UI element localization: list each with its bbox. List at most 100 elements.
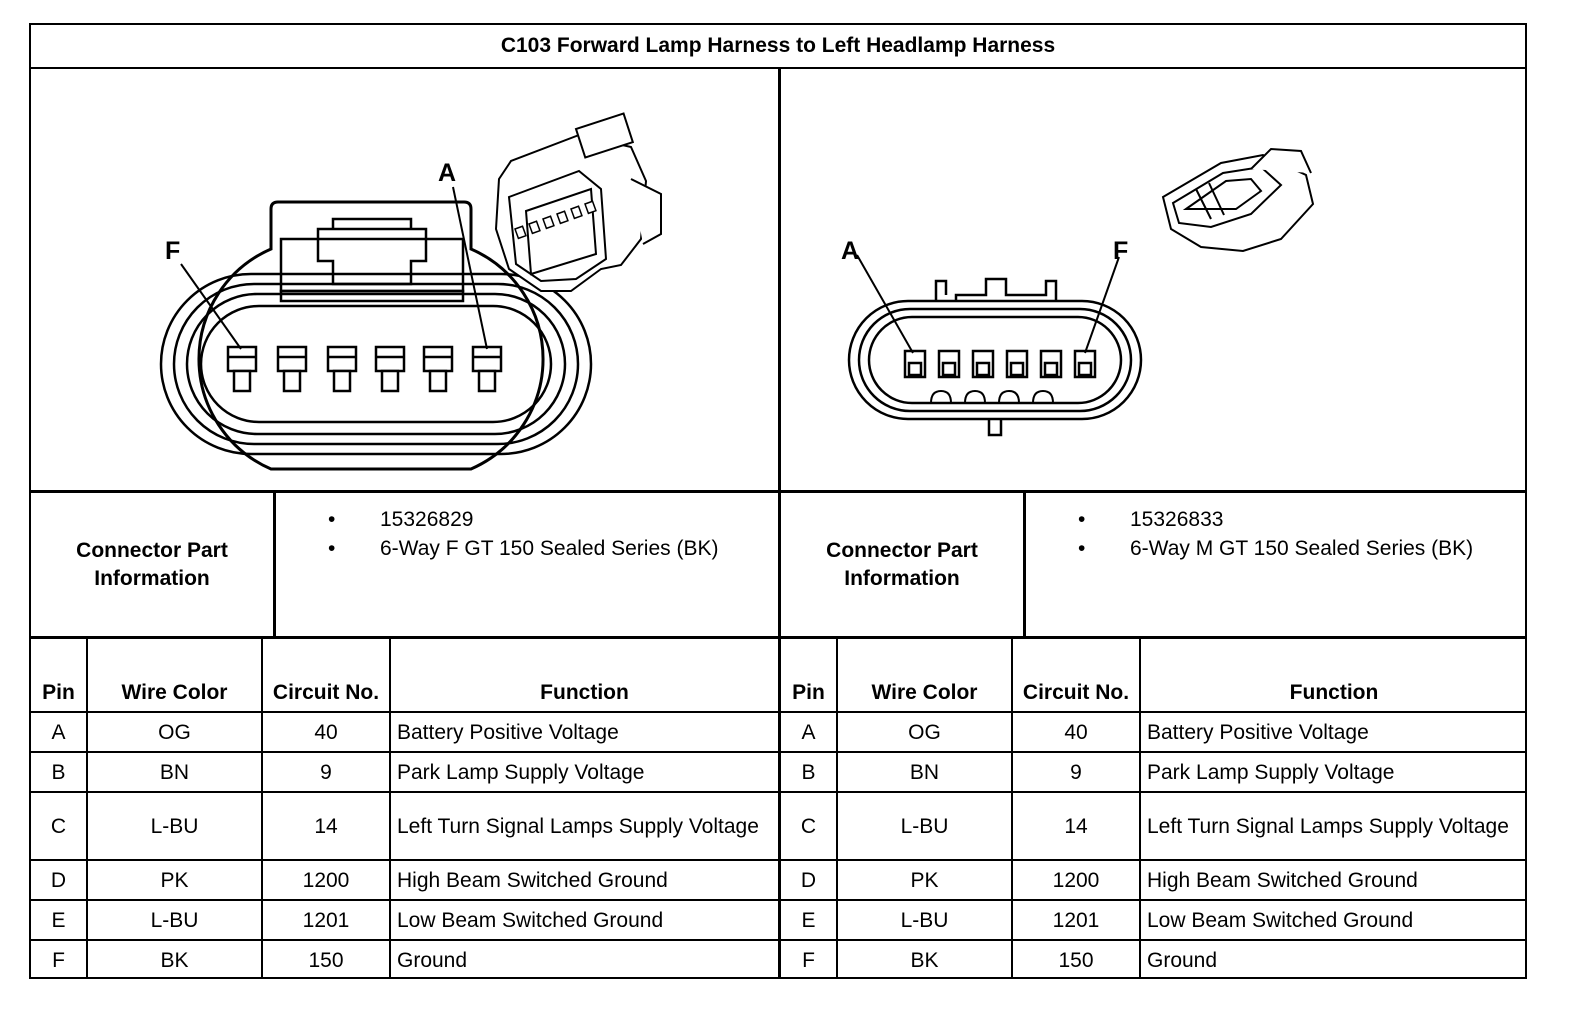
table-header-row: Pin Wire Color Circuit No. Function bbox=[781, 639, 1527, 713]
pin-label-last: F bbox=[1113, 237, 1128, 265]
function-cell: Left Turn Signal Lamps Supply Voltage bbox=[1139, 791, 1527, 861]
table-row: C L-BU 14 Left Turn Signal Lamps Supply … bbox=[781, 791, 1527, 861]
female-connector-drawing: F A bbox=[31, 69, 778, 493]
pin-a bbox=[903, 349, 927, 379]
wire-color-cell: PK bbox=[836, 859, 1013, 901]
female-connector-isometric-icon bbox=[494, 112, 662, 292]
connector-sheet: C103 Forward Lamp Harness to Left Headla… bbox=[29, 23, 1527, 979]
connector-part-info-label: Connector Part Information bbox=[31, 493, 276, 636]
header-pin: Pin bbox=[781, 639, 838, 713]
table-row: D PK 1200 High Beam Switched Ground bbox=[31, 859, 778, 901]
circuit-cell: 14 bbox=[1011, 791, 1141, 861]
cavity-a bbox=[471, 345, 503, 393]
circuit-cell: 1200 bbox=[261, 859, 391, 901]
table-row: A OG 40 Battery Positive Voltage bbox=[781, 711, 1527, 753]
pin-cell: B bbox=[781, 751, 838, 793]
pin-cell: A bbox=[781, 711, 838, 753]
function-cell: High Beam Switched Ground bbox=[389, 859, 778, 901]
pin-cell: C bbox=[31, 791, 88, 861]
circuit-cell: 1201 bbox=[261, 899, 391, 941]
pin-label-first: F bbox=[165, 237, 180, 265]
table-header-row: Pin Wire Color Circuit No. Function bbox=[31, 639, 778, 713]
circuit-cell: 1201 bbox=[1011, 899, 1141, 941]
pin-b bbox=[937, 349, 961, 379]
function-cell: Park Lamp Supply Voltage bbox=[1139, 751, 1527, 793]
cavity-f bbox=[226, 345, 258, 393]
male-connector-isometric-icon bbox=[1161, 147, 1315, 253]
cavity-c bbox=[374, 345, 406, 393]
wire-color-cell: L-BU bbox=[836, 791, 1013, 861]
function-cell: High Beam Switched Ground bbox=[1139, 859, 1527, 901]
pin-e bbox=[1039, 349, 1063, 379]
function-cell: Ground bbox=[1139, 939, 1527, 979]
cavity-b bbox=[422, 345, 454, 393]
part-description: 6-Way M GT 150 Sealed Series (BK) bbox=[1078, 534, 1507, 563]
wire-color-cell: OG bbox=[86, 711, 263, 753]
function-cell: Ground bbox=[389, 939, 778, 979]
circuit-cell: 1200 bbox=[1011, 859, 1141, 901]
cavity-d bbox=[326, 345, 358, 393]
connector-left: F A bbox=[31, 69, 778, 979]
wire-color-cell: L-BU bbox=[86, 791, 263, 861]
pin-cell: E bbox=[31, 899, 88, 941]
header-function: Function bbox=[389, 639, 778, 713]
function-cell: Left Turn Signal Lamps Supply Voltage bbox=[389, 791, 778, 861]
table-row: D PK 1200 High Beam Switched Ground bbox=[781, 859, 1527, 901]
connector-info-left: Connector Part Information 15326829 6-Wa… bbox=[31, 493, 778, 639]
pin-cell: B bbox=[31, 751, 88, 793]
table-row: F BK 150 Ground bbox=[31, 939, 778, 979]
pin-c bbox=[971, 349, 995, 379]
pin-cell: A bbox=[31, 711, 88, 753]
circuit-cell: 9 bbox=[1011, 751, 1141, 793]
connector-info-right: Connector Part Information 15326833 6-Wa… bbox=[781, 493, 1527, 639]
table-row: B BN 9 Park Lamp Supply Voltage bbox=[31, 751, 778, 793]
header-wire-color: Wire Color bbox=[86, 639, 263, 713]
wire-color-cell: BN bbox=[86, 751, 263, 793]
header-function: Function bbox=[1139, 639, 1527, 713]
circuit-cell: 150 bbox=[261, 939, 391, 979]
header-circuit-no: Circuit No. bbox=[261, 639, 391, 713]
pin-label-first: A bbox=[841, 237, 859, 265]
connector-part-info-list: 15326829 6-Way F GT 150 Sealed Series (B… bbox=[276, 493, 778, 636]
circuit-cell: 14 bbox=[261, 791, 391, 861]
header-wire-color: Wire Color bbox=[836, 639, 1013, 713]
table-row: C L-BU 14 Left Turn Signal Lamps Supply … bbox=[31, 791, 778, 861]
sheet-title: C103 Forward Lamp Harness to Left Headla… bbox=[31, 25, 1525, 69]
function-cell: Battery Positive Voltage bbox=[1139, 711, 1527, 753]
connector-part-info-label: Connector Part Information bbox=[781, 493, 1026, 636]
part-number: 15326833 bbox=[1078, 505, 1507, 534]
female-connector-face-view: F A bbox=[159, 112, 662, 471]
header-circuit-no: Circuit No. bbox=[1011, 639, 1141, 713]
pin-cell: D bbox=[781, 859, 838, 901]
cavity-e bbox=[276, 345, 308, 393]
male-connector-face-view: A F bbox=[841, 147, 1315, 437]
function-cell: Low Beam Switched Ground bbox=[1139, 899, 1527, 941]
pinout-table-left: Pin Wire Color Circuit No. Function A OG… bbox=[31, 639, 778, 979]
part-number: 15326829 bbox=[328, 505, 758, 534]
pin-f bbox=[1073, 349, 1097, 379]
pin-cell: E bbox=[781, 899, 838, 941]
table-row: E L-BU 1201 Low Beam Switched Ground bbox=[781, 899, 1527, 941]
table-row: F BK 150 Ground bbox=[781, 939, 1527, 979]
wire-color-cell: L-BU bbox=[836, 899, 1013, 941]
header-pin: Pin bbox=[31, 639, 88, 713]
connector-right: A F Connector Part Information 15326833 … bbox=[778, 69, 1527, 979]
pin-cell: D bbox=[31, 859, 88, 901]
table-row: E L-BU 1201 Low Beam Switched Ground bbox=[31, 899, 778, 941]
pin-label-last: A bbox=[438, 159, 456, 187]
wire-color-cell: BK bbox=[86, 939, 263, 979]
wire-color-cell: OG bbox=[836, 711, 1013, 753]
connector-part-info-list: 15326833 6-Way M GT 150 Sealed Series (B… bbox=[1026, 493, 1527, 636]
function-cell: Park Lamp Supply Voltage bbox=[389, 751, 778, 793]
pin-cell: C bbox=[781, 791, 838, 861]
circuit-cell: 9 bbox=[261, 751, 391, 793]
table-row: A OG 40 Battery Positive Voltage bbox=[31, 711, 778, 753]
circuit-cell: 150 bbox=[1011, 939, 1141, 979]
circuit-cell: 40 bbox=[1011, 711, 1141, 753]
function-cell: Low Beam Switched Ground bbox=[389, 899, 778, 941]
part-description: 6-Way F GT 150 Sealed Series (BK) bbox=[328, 534, 758, 563]
male-connector-drawing: A F bbox=[781, 69, 1527, 493]
wire-color-cell: BK bbox=[836, 939, 1013, 979]
pin-cell: F bbox=[781, 939, 838, 979]
pin-cell: F bbox=[31, 939, 88, 979]
